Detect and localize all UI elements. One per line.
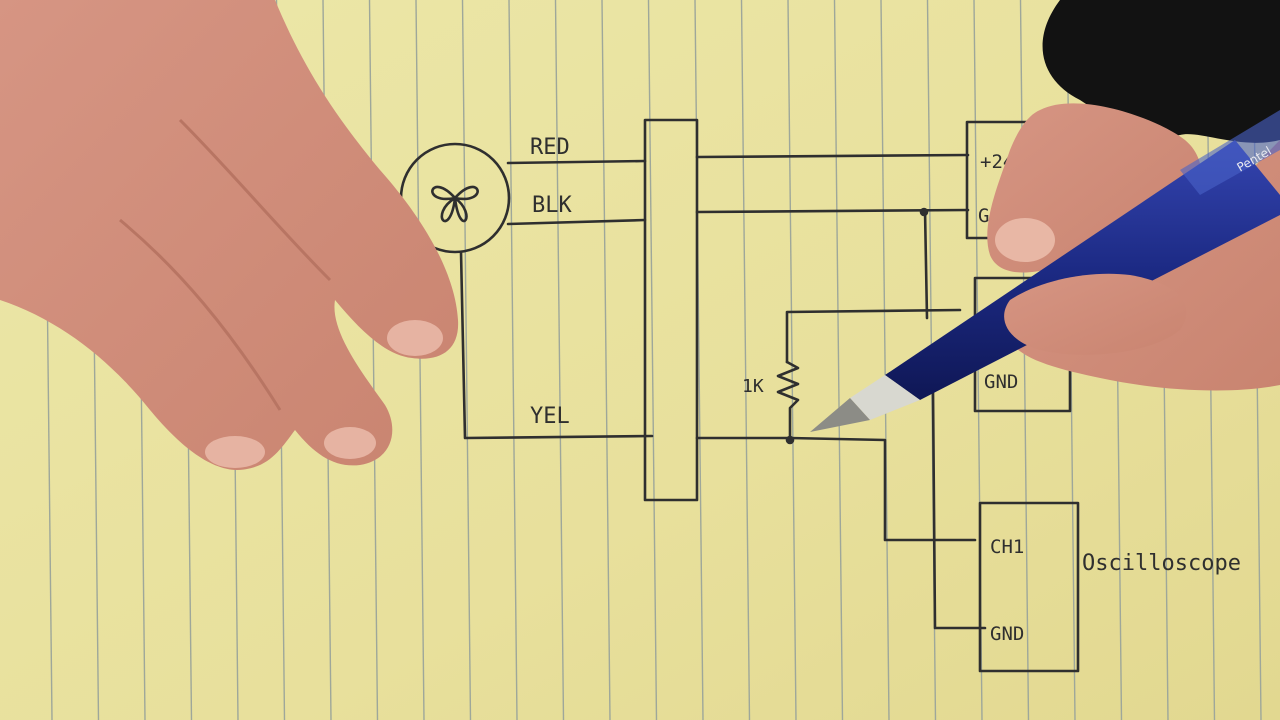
ruled-line xyxy=(508,0,518,720)
signal-wire xyxy=(695,436,977,542)
resistor-label: 1K xyxy=(742,376,764,397)
ruled-line xyxy=(833,0,844,720)
black-wire xyxy=(506,218,647,226)
oscilloscope-label: Oscilloscope xyxy=(1082,551,1241,576)
ruled-line xyxy=(1019,0,1030,720)
connector-block xyxy=(643,118,699,502)
ruled-line xyxy=(601,0,611,720)
scope-ground-wire xyxy=(931,388,987,630)
pullup-wire xyxy=(785,308,962,364)
black-wire-label: BLK xyxy=(532,193,572,218)
right-hand-fingers xyxy=(1004,273,1187,355)
pencil-icon: Pentel xyxy=(810,110,1280,432)
yellow-wire xyxy=(459,250,654,440)
ground-drop-wire xyxy=(923,208,929,320)
ruled-line xyxy=(787,0,797,720)
ruled-line xyxy=(880,0,890,720)
ruled-line xyxy=(415,0,425,720)
scope-gnd-terminal-label: GND xyxy=(990,623,1024,645)
ruled-line xyxy=(554,0,565,720)
positive-supply-wire xyxy=(695,153,970,159)
red-wire xyxy=(506,159,647,165)
yellow-wire-label: YEL xyxy=(530,404,570,429)
resistor-icon xyxy=(776,360,800,440)
ruled-line xyxy=(740,0,751,720)
oscilloscope-box xyxy=(978,501,1080,673)
ground-terminal-label: G xyxy=(978,205,989,227)
left-hand xyxy=(0,0,459,470)
gnd-terminal-label: GND xyxy=(984,371,1018,393)
ruled-line xyxy=(368,0,379,720)
ruled-line xyxy=(461,0,472,720)
red-wire-label: RED xyxy=(530,135,570,160)
ch1-terminal-label: CH1 xyxy=(990,536,1024,558)
